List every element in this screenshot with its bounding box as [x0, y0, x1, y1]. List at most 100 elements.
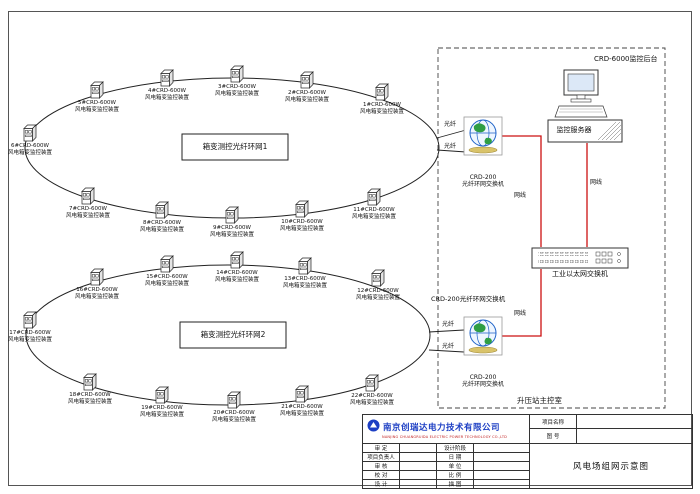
cabinet-icon — [160, 69, 174, 91]
ring1-label-box — [181, 133, 289, 161]
device-type: 风电箱变监控装置 — [355, 294, 400, 301]
fiber-line — [428, 349, 465, 353]
cabinet-icon — [90, 81, 104, 103]
device-id: 10#CRD-600W — [281, 219, 323, 225]
monitor-icon — [554, 69, 608, 118]
device-id: 17#CRD-600W — [9, 330, 51, 336]
device-id: 21#CRD-600W — [281, 404, 323, 410]
device-id: 13#CRD-600W — [284, 276, 326, 282]
company-name-en: NANJING CHUANGRUIDA ELECTRIC POWER TECHN… — [382, 435, 508, 439]
ethernet-switch-icon — [531, 247, 629, 269]
device-id: 5#CRD-600W — [78, 100, 116, 106]
ring2-center-label: 箱变测控光纤环网2 — [200, 330, 266, 339]
cabinet-icon — [295, 200, 309, 222]
device-type: 风电箱变监控装置 — [211, 416, 256, 423]
device-id: 1#CRD-600W — [363, 102, 401, 108]
cabinet-icon — [160, 255, 174, 277]
company-logo — [367, 419, 380, 434]
fiber-line — [428, 329, 465, 333]
device-type: 风电箱变监控装置 — [74, 293, 119, 300]
switch-bottom-model: CRD-200 — [469, 374, 497, 381]
network-cable — [502, 135, 542, 247]
switch-top-label: CRD-200 光纤环网交换机 — [445, 174, 521, 188]
switch-bottom-caption: CRD-200光纤环网交换机 — [431, 295, 506, 303]
device-type: 风电箱变监控装置 — [144, 94, 189, 101]
drawing-no-value — [576, 428, 694, 444]
device-id: 14#CRD-600W — [216, 270, 258, 276]
field-value-cell — [399, 461, 437, 471]
device-type: 风电箱变监控装置 — [67, 398, 112, 405]
device-type: 风电箱变监控装置 — [279, 410, 324, 417]
cabinet-icon — [367, 188, 381, 210]
cabinet-icon — [298, 257, 312, 279]
field-value-cell — [399, 479, 437, 489]
drawing-title: 风电场组网示意图 — [529, 443, 694, 489]
device-id: 22#CRD-600W — [351, 393, 393, 399]
device-type: 风电箱变监控装置 — [351, 213, 396, 220]
cabinet-icon — [23, 311, 37, 333]
device-type: 风电箱变监控装置 — [139, 226, 184, 233]
network-label: 网线 — [590, 179, 603, 186]
device-type: 风电箱变监控装置 — [214, 90, 259, 97]
company-name: 南京创瑞达电力技术有限公司 — [383, 422, 501, 433]
field-label: 设计阶段 — [436, 443, 474, 453]
cabinet-icon — [365, 374, 379, 396]
device-type: 风电箱变监控装置 — [214, 276, 259, 283]
device-id: 2#CRD-600W — [288, 90, 326, 96]
device-type: 风电箱变监控装置 — [144, 280, 189, 287]
device-id: 6#CRD-600W — [11, 143, 49, 149]
switch-bottom-label: CRD-200 光纤环网交换机 — [445, 374, 521, 388]
cabinet-icon — [371, 269, 385, 291]
ethernet-switch-label: 工业以太网交换机 — [552, 270, 608, 278]
network-label: 网线 — [514, 310, 527, 317]
field-label: 单 位 — [436, 461, 474, 471]
cabinet-icon — [300, 71, 314, 93]
field-value-cell — [472, 461, 531, 471]
network-cable — [502, 269, 542, 337]
device-id: 7#CRD-600W — [69, 206, 107, 212]
cabinet-icon — [230, 251, 244, 273]
cabinet-icon — [83, 373, 97, 395]
field-value-cell — [472, 443, 531, 453]
device-id: 15#CRD-600W — [146, 274, 188, 280]
device-id: 20#CRD-600W — [213, 410, 255, 416]
fiber-line — [436, 149, 467, 153]
field-label: 设 计 — [362, 479, 400, 489]
ring2-label-box — [179, 321, 287, 349]
fiber-label: 光纤 — [444, 121, 457, 128]
device-type: 风电箱变监控装置 — [209, 231, 254, 238]
project-name-value — [576, 414, 694, 429]
company-cell: 南京创瑞达电力技术有限公司 NANJING CHUANGRUIDA ELECTR… — [361, 414, 531, 444]
ring1-center-label: 箱变测控光纤环网1 — [202, 142, 268, 151]
device-type: 风电箱变监控装置 — [282, 282, 327, 289]
cabinet-icon — [23, 124, 37, 146]
device-id: 11#CRD-600W — [353, 207, 395, 213]
title-block: 南京创瑞达电力技术有限公司 NANJING CHUANGRUIDA ELECTR… — [361, 414, 694, 489]
switch-bottom-type: 光纤环网交换机 — [461, 381, 504, 389]
device-type: 风电箱变监控装置 — [284, 96, 329, 103]
cabinet-icon — [375, 83, 389, 105]
